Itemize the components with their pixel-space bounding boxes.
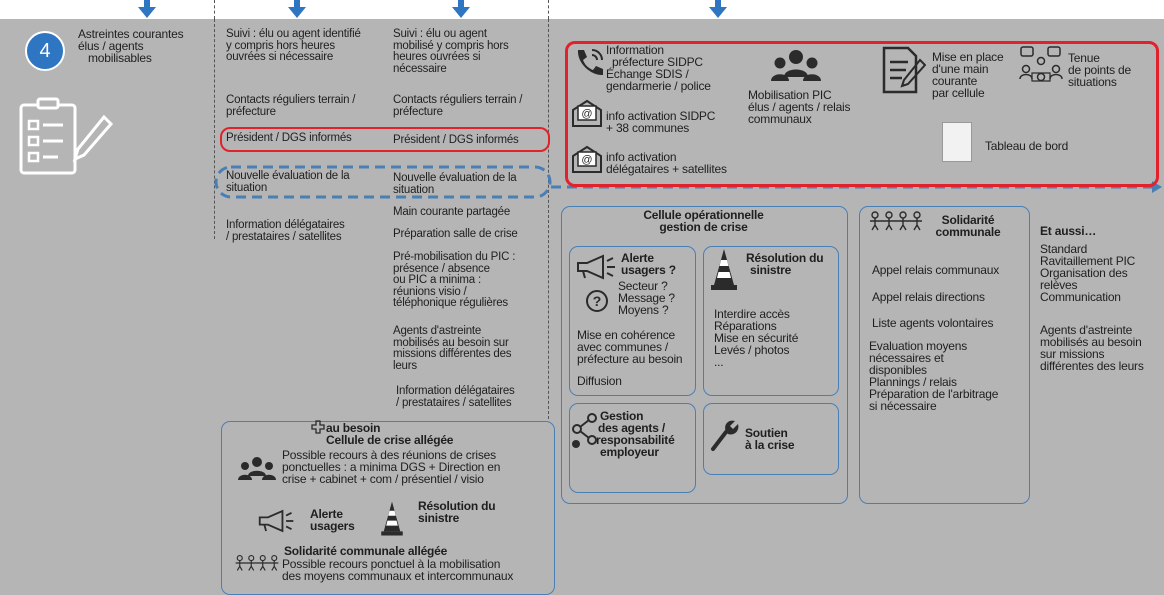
allegee-solidarite-title: Solidarité communale allégée: [284, 544, 448, 558]
alerte-usagers-box: [569, 246, 696, 396]
megaphone-icon: [577, 254, 615, 280]
column-divider: [548, 19, 549, 419]
soutien-crise-box: [703, 403, 839, 475]
column-divider: [548, 0, 549, 19]
column-divider: [214, 19, 215, 239]
email-icon: @: [572, 145, 602, 173]
down-arrow-icon: [288, 0, 306, 18]
down-arrow-icon: [138, 0, 156, 18]
down-arrow-icon: [452, 0, 470, 18]
plus-icon: [311, 420, 325, 434]
svg-text:?: ?: [593, 293, 602, 309]
col2-contacts: Contacts réguliers terrain /préfecture: [393, 94, 523, 118]
solidarite-item: Appel relais communaux: [872, 263, 999, 277]
svg-text:@: @: [581, 154, 592, 166]
group-people-icon: [238, 457, 276, 480]
col1-contacts: Contacts réguliers terrain /préfecture: [226, 94, 356, 118]
solidarite-box: [859, 206, 1030, 504]
question-icon: ?: [586, 290, 608, 312]
information-box: [565, 41, 1159, 187]
info-activation-sidpc: info activation SIDPC+ 38 communes: [606, 109, 716, 135]
col2-premobilisation: Pré-mobilisation du PIC :présence / abse…: [393, 251, 516, 309]
gestion-agents-box: [569, 403, 696, 493]
megaphone-icon: [258, 509, 294, 533]
wrench-icon: [711, 420, 739, 451]
phone-icon: [577, 49, 603, 76]
solidarite-item: Liste agents volontaires: [872, 316, 994, 330]
cellule-allegee-body: Possible recours à des réunions de crise…: [282, 448, 501, 486]
col2-information: Information délégataires/ prestataires /…: [396, 385, 515, 409]
col1-information: Information délégataires/ prestataires /…: [226, 219, 345, 243]
col2-main-courante: Main courante partagée: [393, 206, 511, 218]
allegee-solidarite-body: Possible recours ponctuel à la mobilisat…: [282, 557, 514, 583]
people-holding-hands-icon: [235, 555, 279, 571]
email-icon: @: [572, 99, 602, 127]
meeting-icon: [1019, 46, 1063, 82]
traffic-cone-icon: [381, 501, 403, 536]
dashboard-board-icon: [942, 122, 972, 162]
au-besoin: au besoin: [326, 421, 381, 435]
resolution-box: [703, 246, 839, 396]
president-highlight: [220, 127, 550, 152]
alerte-diffusion: Diffusion: [577, 374, 622, 388]
checklist-clipboard-icon: [19, 97, 113, 175]
traffic-cone-icon: [711, 249, 737, 290]
step-badge: 4: [25, 31, 65, 71]
down-arrow-icon: [709, 0, 727, 18]
svg-text:@: @: [581, 108, 592, 120]
cellule-allegee-title: Cellule de crise allégée: [326, 433, 454, 447]
col2-president: Président / DGS informés: [393, 134, 519, 146]
cellule-operationnelle-box: [561, 206, 848, 504]
col2-preparation: Préparation salle de crise: [393, 228, 518, 240]
solidarite-item: Appel relais directions: [872, 290, 985, 304]
people-holding-hands-icon: [870, 211, 922, 231]
et-aussi-title: Et aussi…: [1040, 224, 1097, 238]
alerte-questions: Secteur ?Message ?Moyens ?: [618, 279, 675, 317]
column-divider: [214, 0, 215, 19]
share-network-icon: [572, 413, 597, 448]
col1-president: Président / DGS informés: [226, 132, 352, 144]
document-edit-icon: [882, 46, 926, 94]
group-people-icon: [771, 50, 821, 81]
tableau-de-bord: Tableau de bord: [985, 139, 1069, 153]
